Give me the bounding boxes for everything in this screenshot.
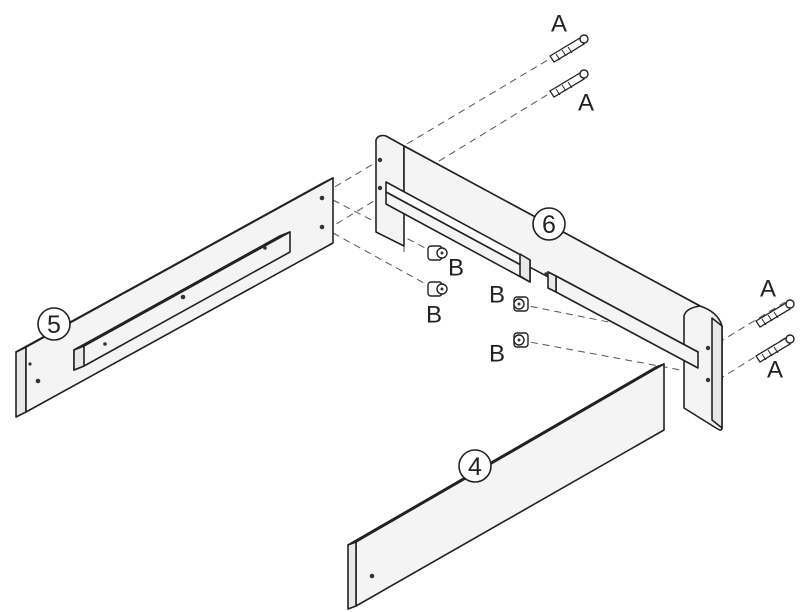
bolt-label-a-3: A: [760, 276, 776, 303]
callout-panel-4: 4: [458, 449, 492, 483]
nut-label-b-2: B: [426, 302, 442, 329]
bolt-a-top-1: [549, 34, 589, 63]
bolt-a-right-1: [755, 299, 795, 328]
nut-label-b-4: B: [489, 341, 505, 368]
bolt-label-a-2: A: [578, 90, 594, 117]
barrel-nut-b-3: [513, 296, 529, 312]
nut-label-b-1: B: [448, 255, 464, 282]
callout-panel-5: 5: [37, 307, 71, 341]
panel-5: [15, 177, 334, 418]
bolt-a-top-2: [549, 69, 589, 98]
panel-6-number: 6: [542, 211, 556, 239]
panel-6: [375, 134, 723, 431]
bolt-label-a-4: A: [767, 357, 783, 384]
panel-4-number: 4: [468, 453, 482, 481]
panel-4: [347, 363, 665, 610]
barrel-nut-b-4: [513, 332, 529, 348]
panel-5-number: 5: [47, 311, 61, 339]
nut-label-b-3: B: [489, 282, 505, 309]
bolt-label-a-1: A: [551, 11, 567, 38]
callout-panel-6: 6: [532, 207, 566, 241]
barrel-nut-b-2: [427, 281, 448, 297]
bolt-a-right-2: [755, 334, 795, 363]
barrel-nut-b-1: [427, 245, 448, 261]
